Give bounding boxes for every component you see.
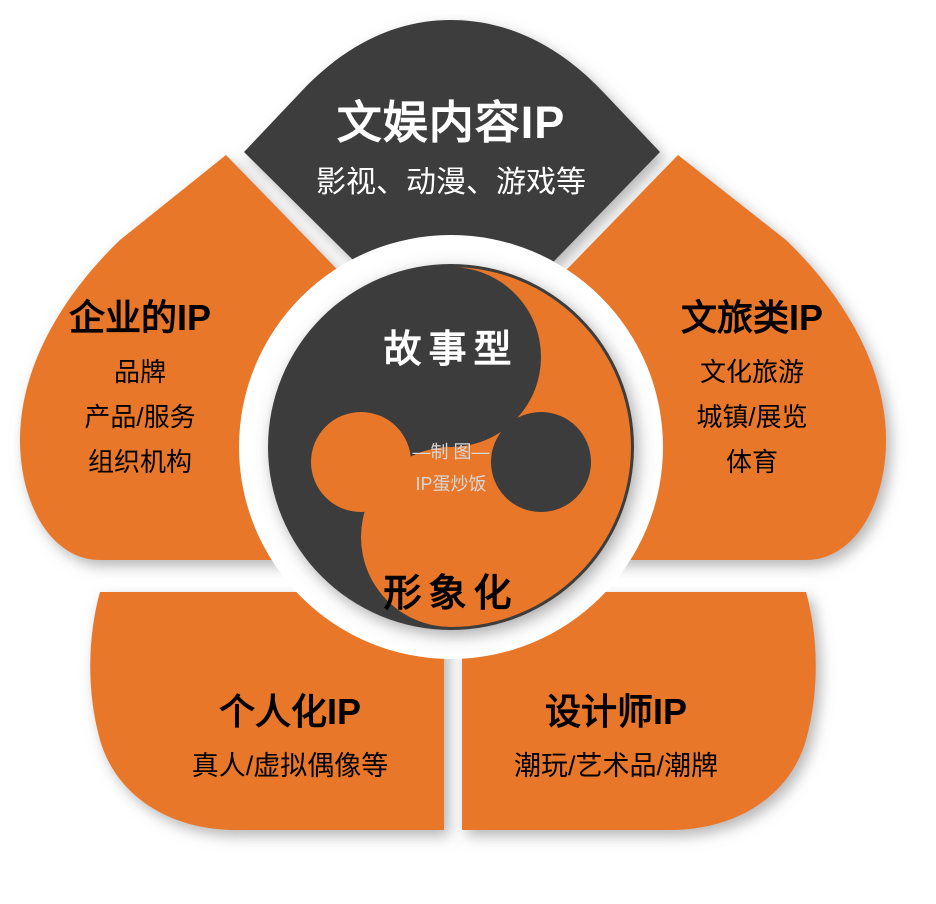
petal-bottom-left[interactable] xyxy=(90,592,444,830)
petal-left-subtitle-3: 组织机构 xyxy=(87,447,192,478)
petal-left-subtitle-2: 产品/服务 xyxy=(84,402,196,433)
taiji-yang-dot xyxy=(491,412,591,512)
petal-bottom-left-subtitle-1: 真人/虚拟偶像等 xyxy=(191,751,389,782)
petal-right-subtitle-1: 文化旅游 xyxy=(699,357,804,388)
petal-top[interactable] xyxy=(244,20,660,356)
petal-right-title: 文旅类IP xyxy=(680,297,823,338)
petal-top-subtitle-1: 影视、动漫、游戏等 xyxy=(316,166,586,200)
petal-bottom-right-title: 设计师IP xyxy=(544,691,687,732)
petal-bottom-left-title: 个人化IP xyxy=(218,691,361,732)
taiji-yang-label: 形象化 xyxy=(383,573,519,615)
petal-left-subtitle-1: 品牌 xyxy=(113,357,166,388)
taiji-yin-dot xyxy=(311,412,411,512)
petal-left-title: 企业的IP xyxy=(68,297,211,338)
petal-bottom-left-text: 个人化IP 真人/虚拟偶像等 xyxy=(140,690,440,783)
taiji-symbol[interactable] xyxy=(268,264,634,630)
petal-bottom-right-text: 设计师IP 潮玩/艺术品/潮牌 xyxy=(466,690,766,783)
petal-right-subtitle-3: 体育 xyxy=(725,447,778,478)
petal-top-title: 文娱内容IP xyxy=(336,97,566,148)
petal-left-text: 企业的IP 品牌 产品/服务 组织机构 xyxy=(26,296,254,475)
petal-right-subtitle-2: 城镇/展览 xyxy=(696,402,808,433)
petal-bottom-right[interactable] xyxy=(462,592,816,830)
petal-right-text: 文旅类IP 文化旅游 城镇/展览 体育 xyxy=(638,296,866,475)
petal-top-text: 文娱内容IP 影视、动漫、游戏等 xyxy=(251,96,651,205)
petal-bottom-right-subtitle-1: 潮玩/艺术品/潮牌 xyxy=(513,751,718,782)
taiji-yin-label: 故事型 xyxy=(383,329,519,371)
